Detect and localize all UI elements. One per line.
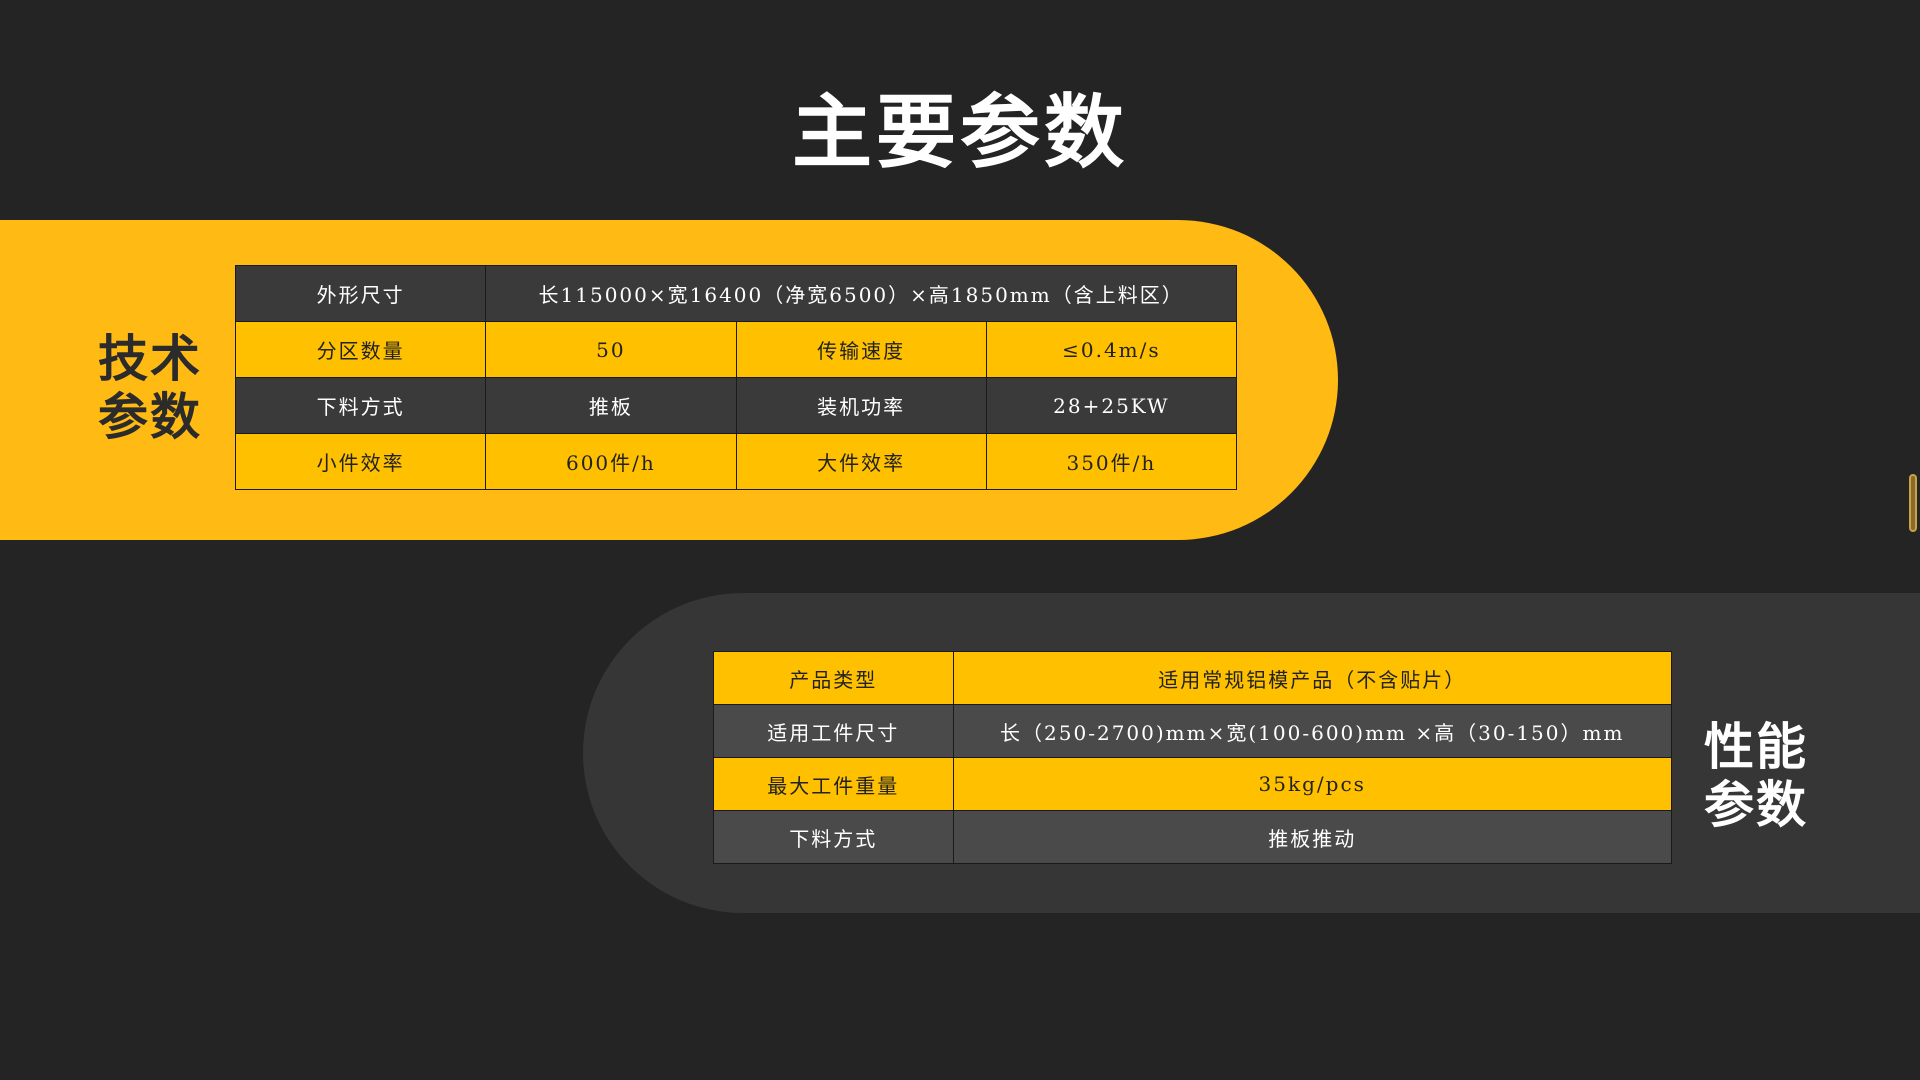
param-name: 传输速度 [735, 321, 987, 378]
tech-label-line2: 参数 [98, 387, 202, 446]
param-name: 小件效率 [234, 433, 487, 490]
tech-label-line1: 技术 [98, 329, 202, 388]
param-value: 长（250-2700)mm×宽(100-600)mm ×高（30-150）mm [952, 704, 1672, 758]
table-row: 适用工件尺寸 长（250-2700)mm×宽(100-600)mm ×高（30-… [713, 704, 1672, 758]
param-name: 适用工件尺寸 [713, 704, 954, 758]
scrollbar-thumb[interactable] [1909, 474, 1917, 532]
perf-params-table: 产品类型 适用常规铝模产品（不含贴片） 适用工件尺寸 长（250-2700)mm… [713, 651, 1672, 864]
param-value: 28+25KW [985, 377, 1238, 434]
table-row: 最大工件重量 35kg/pcs [713, 757, 1672, 811]
param-value: 长115000×宽16400（净宽6500）×高1850mm（含上料区） [485, 265, 1237, 322]
param-value: 600件/h [485, 433, 737, 490]
perf-label-line2: 参数 [1704, 775, 1808, 834]
table-row: 产品类型 适用常规铝模产品（不含贴片） [713, 651, 1672, 705]
param-name: 下料方式 [234, 377, 487, 434]
param-value: 推板 [485, 377, 737, 434]
param-value: 35kg/pcs [952, 757, 1672, 811]
param-name: 下料方式 [713, 810, 954, 864]
table-row: 下料方式 推板 装机功率 28+25KW [234, 377, 1238, 434]
param-name: 大件效率 [735, 433, 987, 490]
param-name: 装机功率 [735, 377, 987, 434]
table-row: 分区数量 50 传输速度 ≤0.4m/s [234, 321, 1238, 378]
perf-label-line1: 性能 [1704, 717, 1808, 776]
param-value: 350件/h [985, 433, 1238, 490]
tech-params-label: 技术 参数 [98, 330, 202, 446]
param-name: 分区数量 [234, 321, 487, 378]
param-name: 外形尺寸 [234, 265, 487, 322]
perf-params-label: 性能 参数 [1704, 718, 1808, 834]
param-value: 50 [485, 321, 737, 378]
param-value: ≤0.4m/s [985, 321, 1238, 378]
table-row: 小件效率 600件/h 大件效率 350件/h [234, 433, 1238, 490]
param-value: 推板推动 [952, 810, 1672, 864]
param-value: 适用常规铝模产品（不含贴片） [952, 651, 1672, 705]
tech-params-table: 外形尺寸 长115000×宽16400（净宽6500）×高1850mm（含上料区… [234, 265, 1238, 490]
param-name: 产品类型 [713, 651, 954, 705]
table-row: 下料方式 推板推动 [713, 810, 1672, 864]
param-name: 最大工件重量 [713, 757, 954, 811]
table-row: 外形尺寸 长115000×宽16400（净宽6500）×高1850mm（含上料区… [234, 265, 1237, 322]
page-title: 主要参数 [792, 85, 1128, 179]
